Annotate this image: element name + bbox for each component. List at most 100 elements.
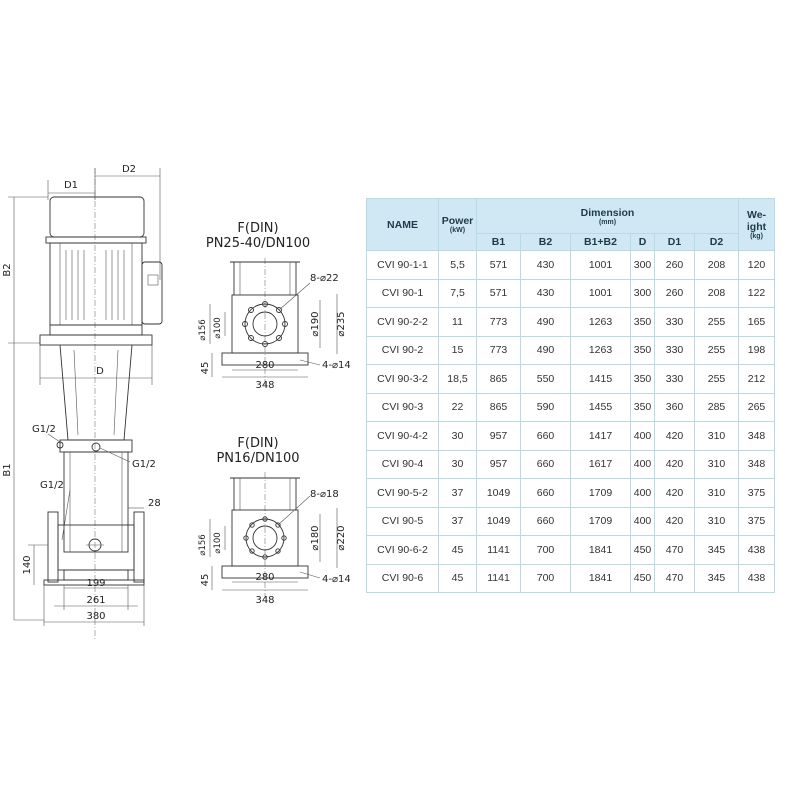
pump-d1-label: D1 <box>64 180 78 191</box>
table-cell: 11 <box>438 307 477 337</box>
table-cell: 18,5 <box>438 364 477 394</box>
table-cell: 165 <box>738 307 775 337</box>
table-cell: 255 <box>694 307 739 337</box>
pump-dim-28: 28 <box>148 498 161 509</box>
table-cell: 430 <box>520 250 571 280</box>
table-cell: 360 <box>654 392 695 422</box>
table-cell: 120 <box>738 250 775 280</box>
flange-top-d100: ⌀100 <box>213 317 223 338</box>
table-cell: 865 <box>476 364 521 394</box>
table-cell: 37 <box>438 506 477 536</box>
header-name: NAME <box>366 198 439 251</box>
table-cell: 1263 <box>570 307 631 337</box>
table-cell: 345 <box>694 535 739 565</box>
table-cell: 375 <box>738 478 775 508</box>
flange-top-bolt: 8-⌀22 <box>310 273 339 284</box>
table-cell: 420 <box>654 449 695 479</box>
table-cell: 773 <box>476 307 521 337</box>
header-dimension: Dimension(mm) <box>476 198 739 234</box>
flange-top-d190: ⌀190 <box>310 311 321 336</box>
table-cell: 30 <box>438 449 477 479</box>
table-cell: 1001 <box>570 250 631 280</box>
header-d: D <box>630 233 655 251</box>
table-cell: 660 <box>520 478 571 508</box>
table-cell: 350 <box>630 335 655 365</box>
table-cell: 400 <box>630 421 655 451</box>
table-cell: 438 <box>738 563 775 593</box>
table-cell: 700 <box>520 563 571 593</box>
table-cell: 400 <box>630 449 655 479</box>
table-cell: 1455 <box>570 392 631 422</box>
table-cell: 310 <box>694 449 739 479</box>
table-cell: 122 <box>738 278 775 308</box>
table-cell: 37 <box>438 478 477 508</box>
table-cell: 330 <box>654 364 695 394</box>
table-cell: 1841 <box>570 535 631 565</box>
flange-bottom-d100: ⌀100 <box>213 532 223 553</box>
flange-top-d280: 280 <box>255 360 274 371</box>
table-cell: CVI 90-3 <box>366 392 439 422</box>
flange-top-d235: ⌀235 <box>336 311 347 336</box>
table-cell: 375 <box>738 506 775 536</box>
table-cell: 450 <box>630 563 655 593</box>
table-cell: 1141 <box>476 563 521 593</box>
table-cell: CVI 90-2 <box>366 335 439 365</box>
table-cell: CVI 90-4 <box>366 449 439 479</box>
flange-top-d348: 348 <box>255 380 274 391</box>
header-b1b2: B1+B2 <box>570 233 631 251</box>
header-b2: B2 <box>520 233 571 251</box>
table-cell: 300 <box>630 250 655 280</box>
table-cell: CVI 90-4-2 <box>366 421 439 451</box>
technical-drawing: D1 D2 B2 D <box>2 164 351 640</box>
flange-bottom-d180: ⌀180 <box>310 525 321 550</box>
flange-bottom-d220: ⌀220 <box>336 525 347 550</box>
header-b1: B1 <box>476 233 521 251</box>
table-cell: 865 <box>476 392 521 422</box>
spec-table: NAME Power(kW) Dimension(mm) We-ight(kg)… <box>366 198 775 593</box>
table-cell: 490 <box>520 307 571 337</box>
table-cell: 957 <box>476 449 521 479</box>
table-cell: 265 <box>738 392 775 422</box>
table-cell: 345 <box>694 563 739 593</box>
flange-bottom-d348: 348 <box>255 595 274 606</box>
table-cell: 285 <box>694 392 739 422</box>
header-d1: D1 <box>654 233 695 251</box>
header-power: Power(kW) <box>438 198 477 251</box>
table-cell: 310 <box>694 478 739 508</box>
flange-bottom-title-2: PN16/DN100 <box>216 451 299 466</box>
pump-g-left-bottom: G1/2 <box>40 480 64 491</box>
pump-b1-label: B1 <box>2 463 13 476</box>
header-weight: We-ight(kg) <box>738 198 775 251</box>
table-cell: 571 <box>476 278 521 308</box>
table-cell: CVI 90-5 <box>366 506 439 536</box>
pump-d2-label: D2 <box>122 164 136 175</box>
table-cell: 255 <box>694 335 739 365</box>
table-cell: 7,5 <box>438 278 477 308</box>
table-cell: 1417 <box>570 421 631 451</box>
flange-detail-top: F(DIN) PN25-40/DN100 8-⌀22 ⌀156 ⌀100 ⌀19… <box>198 221 351 391</box>
flange-top-holes: 4-⌀14 <box>322 360 351 371</box>
table-cell: 660 <box>520 421 571 451</box>
flange-top-title-1: F(DIN) <box>237 221 278 236</box>
table-cell: 255 <box>694 364 739 394</box>
table-cell: 350 <box>630 307 655 337</box>
table-cell: 1049 <box>476 506 521 536</box>
table-cell: 22 <box>438 392 477 422</box>
table-cell: 1841 <box>570 563 631 593</box>
table-cell: 571 <box>476 250 521 280</box>
table-cell: 348 <box>738 449 775 479</box>
flange-bottom-bolt: 8-⌀18 <box>310 489 339 500</box>
table-cell: 773 <box>476 335 521 365</box>
table-cell: 45 <box>438 535 477 565</box>
table-cell: CVI 90-3-2 <box>366 364 439 394</box>
table-cell: 550 <box>520 364 571 394</box>
table-cell: 310 <box>694 506 739 536</box>
